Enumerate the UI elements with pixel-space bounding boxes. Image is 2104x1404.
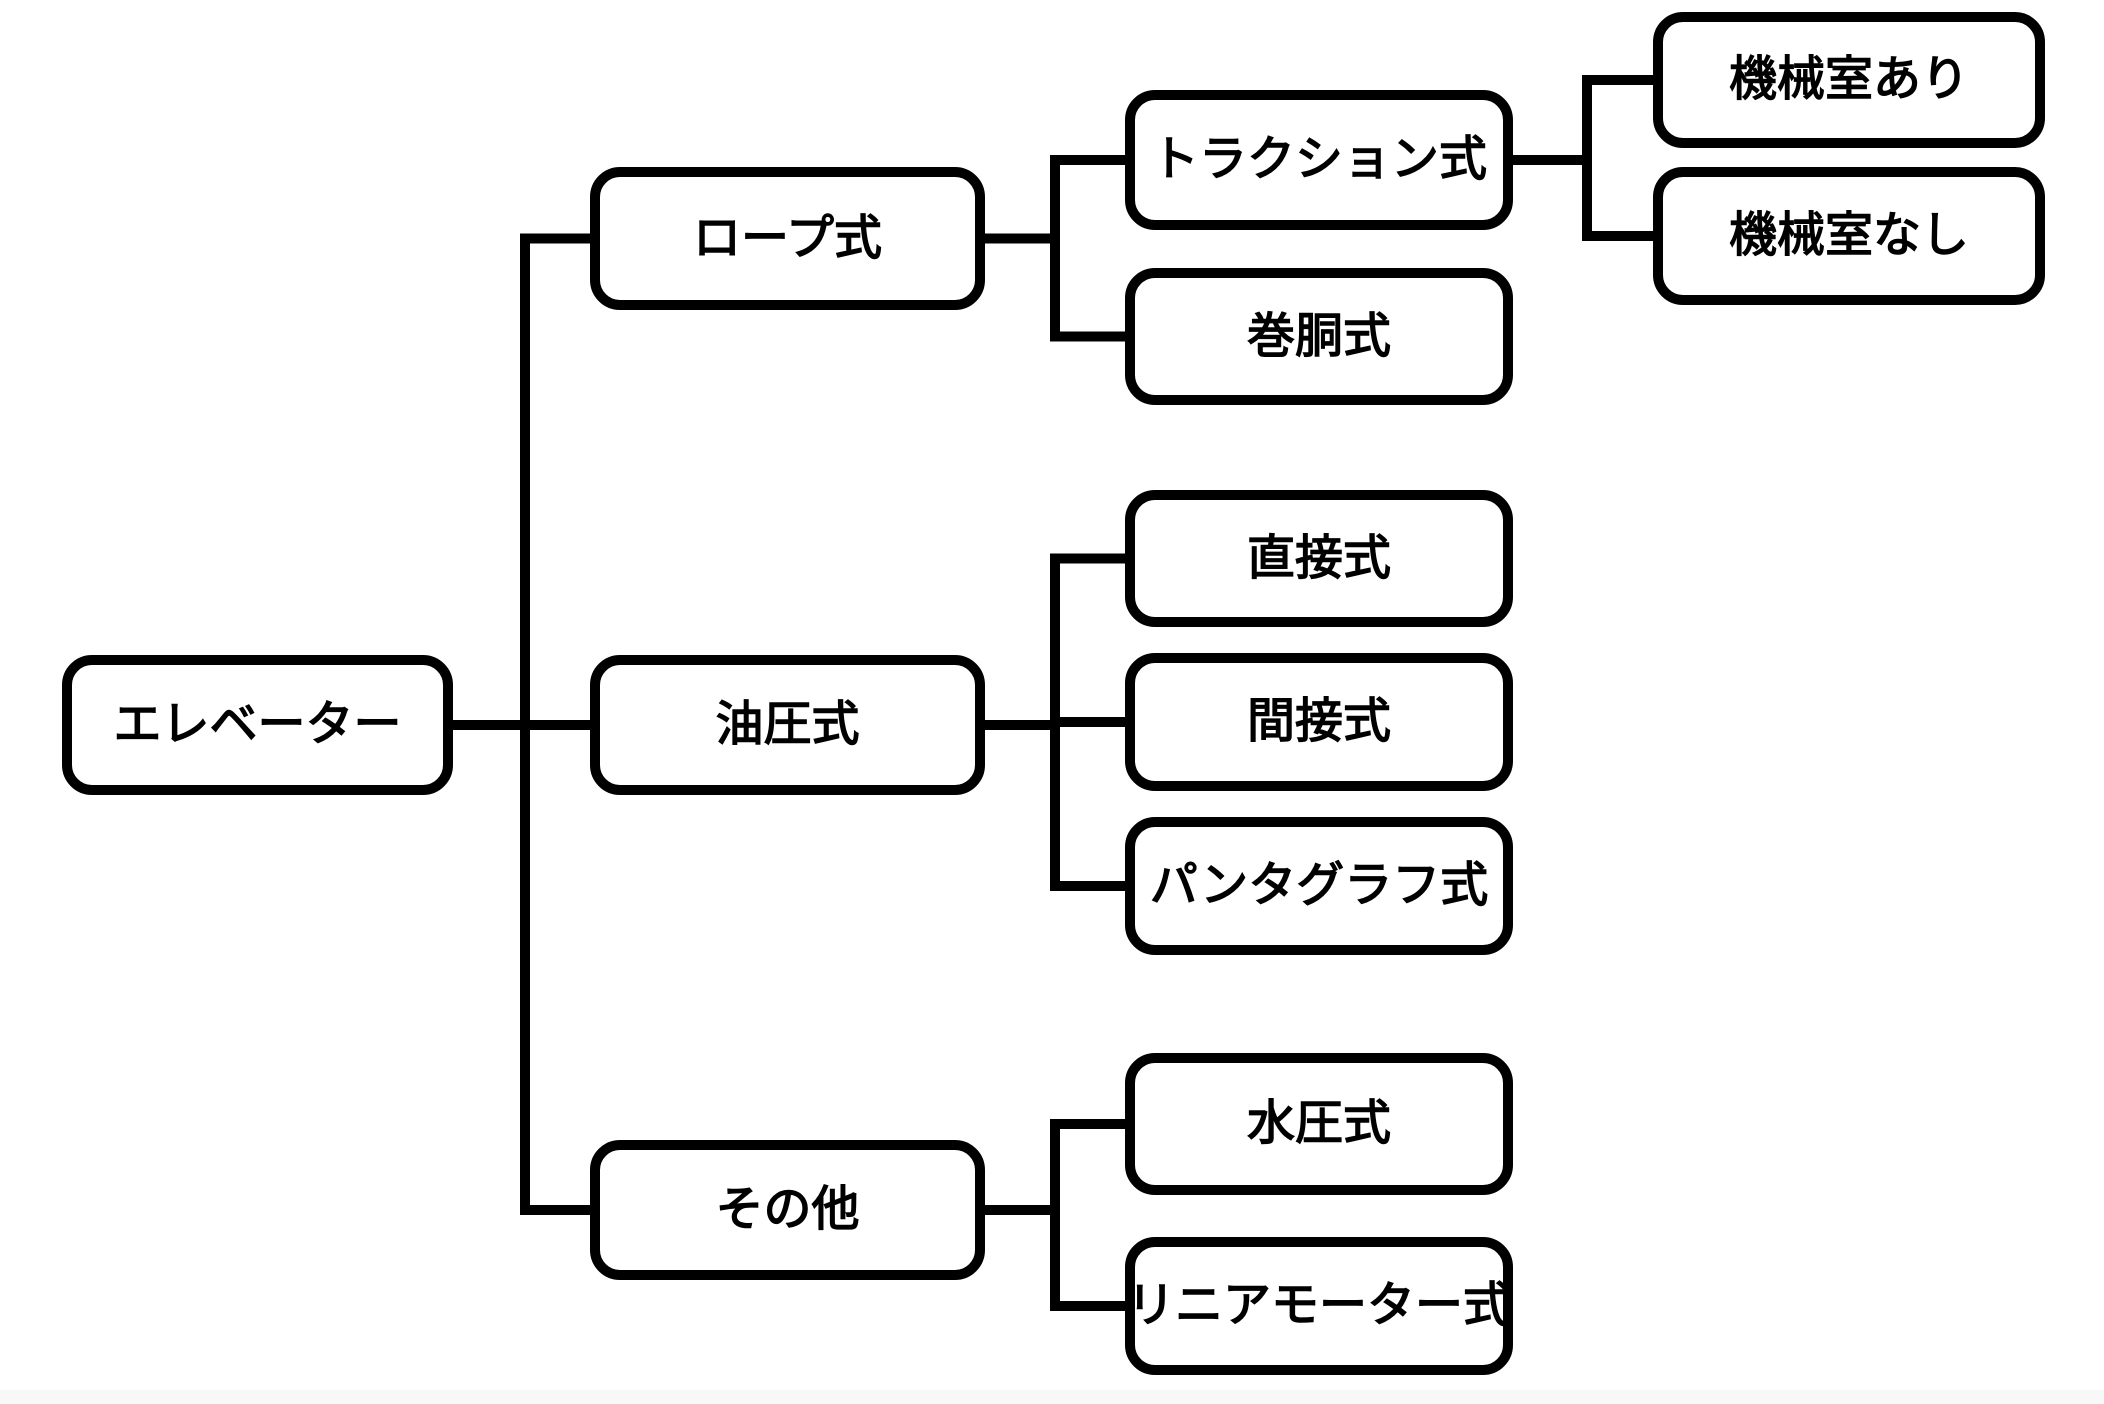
node-pantograph: パンタグラフ式 (1125, 817, 1513, 955)
connector-other-water (985, 1119, 1125, 1215)
node-hydraulic: 油圧式 (590, 655, 985, 795)
node-indirect: 間接式 (1125, 653, 1513, 791)
connector-hydraulic-direct (985, 553, 1125, 730)
node-machine-room-yes: 機械室あり (1653, 12, 2045, 148)
node-machine-room-no: 機械室なし (1653, 167, 2045, 305)
connector-elevator-rope (453, 233, 590, 730)
bottom-edge-strip (0, 1390, 2104, 1404)
node-water: 水圧式 (1125, 1053, 1513, 1195)
node-rope: ロープ式 (590, 167, 985, 310)
connector-traction-machine-room-yes (1513, 75, 1653, 165)
connector-rope-drum (985, 233, 1125, 342)
connector-other-linear (985, 1205, 1125, 1311)
connector-rope-traction (985, 155, 1125, 244)
node-direct: 直接式 (1125, 490, 1513, 627)
node-elevator: エレベーター (62, 655, 453, 795)
node-other: その他 (590, 1140, 985, 1280)
connector-traction-machine-room-no (1513, 155, 1653, 241)
node-traction: トラクション式 (1125, 90, 1513, 230)
connector-elevator-other (453, 720, 590, 1215)
node-drum: 巻胴式 (1125, 268, 1513, 405)
connector-hydraulic-pantograph (985, 720, 1125, 891)
node-linear: リニアモーター式 (1125, 1237, 1513, 1375)
